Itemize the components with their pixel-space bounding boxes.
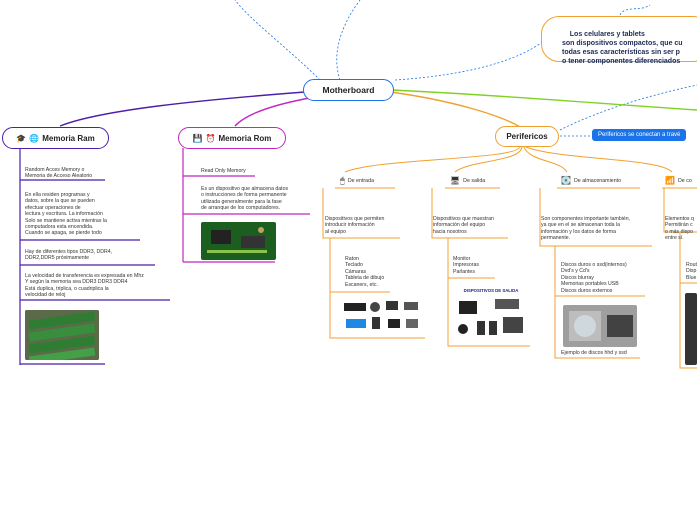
output-devices-picture bbox=[458, 299, 523, 335]
comunicacion-image[interactable] bbox=[685, 293, 697, 365]
entrada-description[interactable]: Dispositivos que permiten introducir inf… bbox=[325, 216, 385, 235]
subtopic-de-almacenamiento[interactable]: 💽 De almacenamiento bbox=[561, 176, 621, 185]
ram-modules-image[interactable] bbox=[25, 310, 99, 360]
almacenamiento-list[interactable]: Discos duros o ssd(internos) Dvd's y Cd'… bbox=[561, 262, 627, 294]
entrada-list[interactable]: Raton Teclado Cámaras Tableta de dibujo … bbox=[345, 256, 385, 288]
mouse-icon: 🖱 bbox=[340, 176, 345, 185]
hard-drive-icon: 💽 bbox=[561, 176, 571, 185]
note-text: Los celulares y tablets son dispositivos… bbox=[562, 31, 683, 65]
ram-item-1[interactable]: Random Acces Memory o Memoria de Acceso … bbox=[25, 167, 93, 180]
callout-text: Perifericos se conectan a travé bbox=[598, 132, 681, 138]
central-topic-motherboard[interactable]: Motherboard bbox=[303, 79, 394, 101]
monitor-icon: 🖥 bbox=[450, 176, 461, 185]
subtopic-label: De entrada bbox=[347, 178, 375, 184]
topic-label: Memoria Ram bbox=[42, 133, 95, 143]
callout-perifericos[interactable]: Perifericos se conectan a travé bbox=[592, 129, 687, 141]
input-devices-picture bbox=[344, 301, 418, 329]
storage-devices-picture bbox=[563, 305, 637, 347]
topic-label: Memoria Rom bbox=[218, 133, 272, 143]
rom-chip-picture bbox=[201, 222, 276, 260]
salida-list[interactable]: Monitor Impresoras Parlantes bbox=[453, 256, 479, 275]
comunicacion-list[interactable]: Rout Disp Blue bbox=[686, 262, 697, 281]
graduation-cap-icon: 🎓 bbox=[16, 133, 27, 143]
topic-memoria-ram[interactable]: 🎓 🌐 Memoria Ram bbox=[2, 127, 109, 149]
ram-item-4[interactable]: La velocidad de transferencia es expresa… bbox=[25, 273, 144, 299]
topic-memoria-rom[interactable]: 💾 ⏰ Memoria Rom bbox=[178, 127, 286, 149]
topic-perifericos[interactable]: Perifericos bbox=[495, 126, 559, 147]
topic-label: Perifericos bbox=[506, 132, 548, 141]
rom-item-2[interactable]: Es un dispositivo que almacena datos o i… bbox=[201, 186, 289, 212]
almacenamiento-caption[interactable]: Ejemplo de discos hhd y ssd bbox=[561, 350, 627, 356]
globe-icon: 🌐 bbox=[29, 133, 40, 143]
alarm-clock-icon: ⏰ bbox=[205, 133, 216, 143]
rom-chip-image[interactable] bbox=[201, 222, 276, 260]
almacenamiento-description[interactable]: Son componentes importante también, ya q… bbox=[541, 216, 631, 242]
central-topic-label: Motherboard bbox=[322, 85, 375, 95]
chart-icon: 📶 bbox=[665, 176, 675, 185]
subtopic-de-salida[interactable]: 🖥 De salida bbox=[450, 176, 485, 185]
subtopic-label: De salida bbox=[463, 177, 486, 184]
output-devices-caption: DISPOSITIVOS DE SALIDA bbox=[463, 288, 519, 293]
ram-item-2[interactable]: En ella residen programas y datos, sobre… bbox=[25, 192, 107, 237]
subtopic-de-entrada[interactable]: 🖱 De entrada bbox=[340, 176, 374, 186]
storage-devices-image[interactable] bbox=[563, 305, 637, 347]
subtopic-label: De co bbox=[677, 177, 692, 184]
output-devices-image[interactable]: DISPOSITIVOS DE SALIDA bbox=[455, 288, 527, 343]
floppy-disk-icon: 💾 bbox=[192, 133, 203, 143]
ram-modules-picture bbox=[25, 310, 99, 360]
ram-item-3[interactable]: Hay de diferentes tipos DDR3, DDR4, DDR2… bbox=[25, 249, 113, 262]
rom-item-1[interactable]: Read Only Memory bbox=[201, 168, 246, 174]
salida-description[interactable]: Dispositivos que muestran información de… bbox=[433, 216, 494, 235]
subtopic-label: De almacenamiento bbox=[573, 177, 622, 184]
subtopic-de-comunicacion[interactable]: 📶 De co bbox=[665, 176, 692, 185]
input-devices-image[interactable] bbox=[342, 297, 422, 335]
comunicacion-description[interactable]: Elementos q Permitirán c o más dispo ent… bbox=[665, 216, 694, 242]
note-celulares-tablets[interactable]: Los celulares y tablets son dispositivos… bbox=[541, 16, 697, 65]
